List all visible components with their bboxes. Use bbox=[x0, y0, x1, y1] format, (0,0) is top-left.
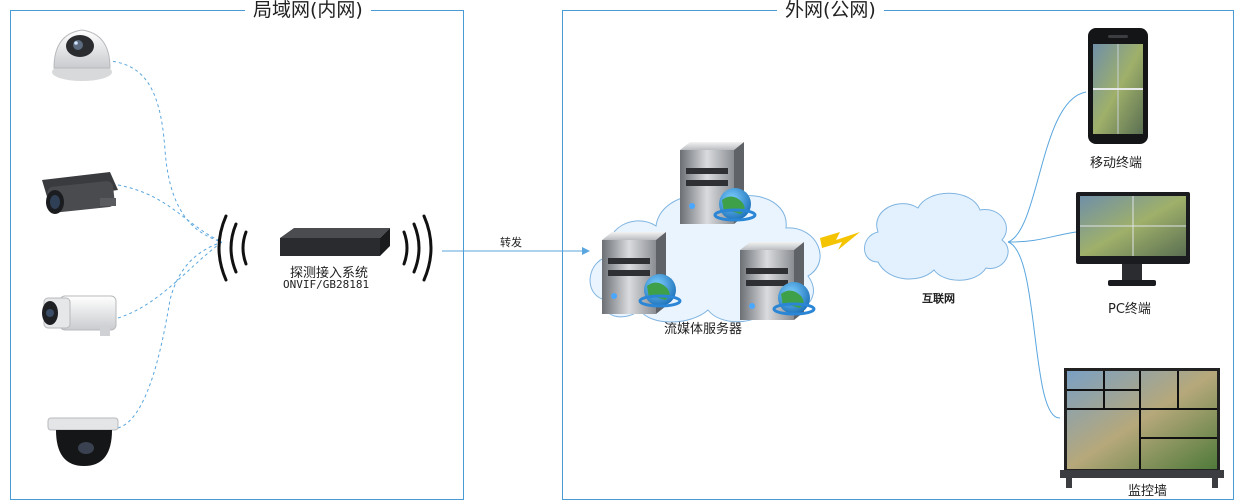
server-tower-left bbox=[602, 232, 682, 314]
bullet-camera-icon bbox=[42, 172, 118, 214]
mobile-terminal-label: 移动终端 bbox=[1090, 156, 1143, 171]
link-videowall bbox=[1007, 241, 1061, 419]
cloud-icon bbox=[864, 192, 1009, 281]
server-icon bbox=[602, 142, 816, 320]
link-pc bbox=[1007, 231, 1077, 243]
internet-label: 互联网 bbox=[922, 292, 955, 305]
wan-title: 外网(公网) bbox=[777, 0, 884, 22]
server-tower-right bbox=[740, 242, 816, 320]
wireless-signal-right bbox=[402, 214, 433, 282]
link-mobile bbox=[1007, 91, 1087, 243]
monitor-icon bbox=[1076, 192, 1190, 286]
gateway-name: 探测接入系统 bbox=[290, 266, 369, 281]
ceiling-dome-camera-icon bbox=[47, 417, 119, 466]
box-camera-icon bbox=[42, 295, 117, 336]
smartphone-icon bbox=[1088, 28, 1148, 144]
forward-label: 转发 bbox=[500, 236, 522, 249]
dome-camera-icon bbox=[52, 29, 112, 81]
network-device-icon bbox=[280, 228, 390, 256]
camera-link-3 bbox=[117, 241, 223, 319]
pc-terminal-label: PC终端 bbox=[1108, 302, 1151, 317]
wireless-signal-left bbox=[217, 214, 248, 282]
servers-label: 流媒体服务器 bbox=[664, 322, 743, 337]
gateway-protocol: ONVIF/GB28181 bbox=[283, 278, 370, 291]
lightning-icon bbox=[820, 232, 860, 250]
camera-link-2 bbox=[117, 184, 223, 243]
video-wall-icon bbox=[1060, 368, 1224, 488]
camera-link-1 bbox=[94, 59, 223, 243]
lan-title: 局域网(内网) bbox=[245, 0, 371, 22]
server-tower-back bbox=[680, 142, 757, 224]
camera-link-4 bbox=[117, 241, 223, 429]
terminal-links bbox=[1007, 91, 1087, 419]
camera-links bbox=[94, 59, 223, 429]
video-wall-label: 监控墙 bbox=[1128, 484, 1168, 499]
forward-arrow-head bbox=[582, 247, 590, 255]
